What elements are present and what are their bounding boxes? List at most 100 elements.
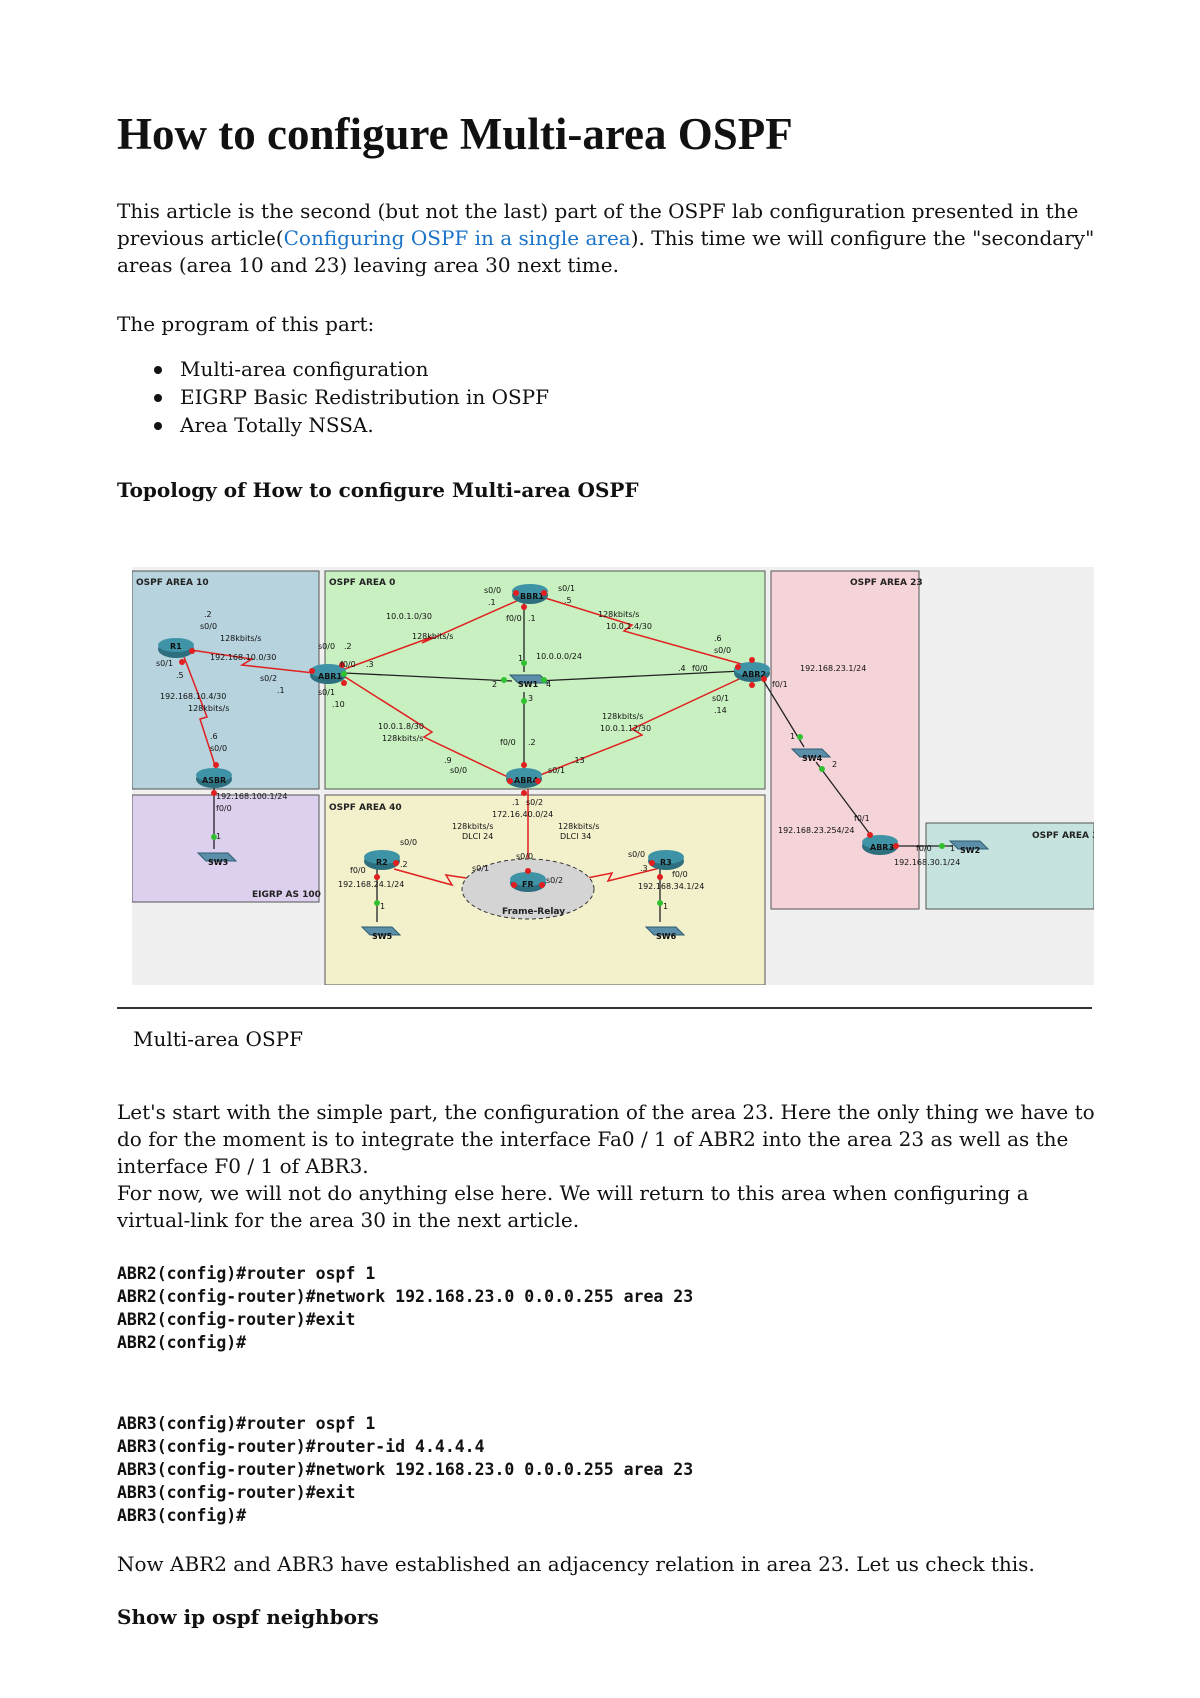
label-bbr-s01: s0/1 (558, 584, 575, 593)
label-abr3-f01: f0/1 (854, 814, 870, 823)
label-abr2-s01: s0/1 (712, 694, 729, 703)
label-sw1-2: 2 (492, 680, 497, 689)
area-30-label: OSPF AREA 30 (1032, 831, 1094, 841)
label-abr4-s00: s0/0 (450, 766, 467, 775)
label-asbr-6: .6 (210, 732, 218, 741)
link-abr1-abr4 (341, 674, 513, 780)
area-40-label: OSPF AREA 40 (329, 803, 402, 813)
label-r2-f00: f0/0 (350, 866, 366, 875)
interface-dots (179, 590, 945, 906)
device-label: SW6 (656, 932, 677, 941)
label-abr1-2: .2 (344, 642, 352, 651)
device-label: BBR1 (520, 592, 544, 601)
label-net-34-1: 192.168.34.1/24 (638, 882, 704, 891)
label-net-40-0: 172.16.40.0/24 (492, 810, 553, 819)
label-net-10-0: 192.168.10.0/30 (210, 653, 276, 662)
label-sw6-1: 1 (663, 902, 668, 911)
router-r1 (158, 638, 194, 658)
label-abr1-s00: s0/0 (318, 642, 335, 651)
device-label: ASBR (202, 776, 226, 785)
label-abr1-1: .1 (277, 686, 285, 695)
label-abr4-1: .1 (512, 798, 520, 807)
label-abr1-s01: s0/1 (318, 688, 335, 697)
label-sw4-2: 2 (832, 760, 837, 769)
label-fr-s01: s0/1 (472, 864, 489, 873)
label-fr-s02: s0/2 (546, 876, 563, 885)
eigrp-label: EIGRP AS 100 (252, 890, 321, 900)
router-r3 (648, 850, 684, 870)
label-abr2-f01: f0/1 (772, 680, 788, 689)
label-bbr-1b: .1 (528, 614, 536, 623)
label-abr2-s00: s0/0 (714, 646, 731, 655)
device-label: R1 (170, 642, 182, 651)
label-kbits: 128kbits/s (602, 712, 643, 721)
device-label: SW4 (802, 754, 823, 763)
area-10-box (132, 570, 320, 790)
router-bbr1 (512, 584, 548, 604)
label-bbr-1a: .1 (488, 598, 496, 607)
label-net-1-0: 10.0.1.0/30 (386, 612, 432, 621)
router-abr4 (506, 768, 542, 788)
label-r1-s00: s0/0 (200, 622, 217, 631)
switch-sw4 (790, 748, 832, 758)
intro-text-after: ). This time we will configure the "seco… (117, 226, 1095, 277)
link-abr4-abr2 (529, 672, 753, 780)
label-net-100: 192.168.100.1/24 (216, 792, 287, 801)
router-r2 (364, 850, 400, 870)
link-sw4-abr3 (815, 761, 873, 838)
link-r1-abr1 (183, 648, 315, 674)
label-abr1-3: .3 (366, 660, 374, 669)
label-net-24-1: 192.168.24.1/24 (338, 880, 404, 889)
label-sw2-1: 1 (950, 844, 955, 853)
label-net-1-12: 10.0.1.12/30 (600, 724, 651, 733)
label-r3-s00: s0/0 (628, 850, 645, 859)
label-asbr-s00: s0/0 (210, 744, 227, 753)
switch-sw2 (948, 840, 990, 850)
intro-text-before: This article is the second (but not the … (117, 199, 1079, 250)
label-sw3-1: 1 (216, 832, 221, 841)
link-single-area[interactable]: Configuring OSPF in a single area (283, 226, 631, 250)
switch-sw1 (508, 674, 550, 684)
label-net-0-0: 10.0.0.0/24 (536, 652, 582, 661)
label-net-1-4: 10.0.1.4/30 (606, 622, 652, 631)
label-bbr-s00: s0/0 (484, 586, 501, 595)
device-label: ABR4 (514, 776, 538, 785)
device-label: SW2 (960, 846, 980, 855)
area-10-label: OSPF AREA 10 (136, 578, 209, 588)
horizontal-divider (117, 1007, 1092, 1009)
label-abr4-f00: f0/0 (500, 738, 516, 747)
page-title: How to configure Multi-area OSPF (117, 109, 793, 159)
label-dlci-34: DLCI 34 (560, 832, 591, 841)
label-abr4-13: .13 (572, 756, 585, 765)
paragraph-area23: Let's start with the simple part, the co… (117, 1100, 1095, 1178)
list-item: EIGRP Basic Redistribution in OSPF (117, 383, 549, 411)
label-kbits: 128kbits/s (382, 734, 423, 743)
eigrp-box (132, 794, 320, 903)
label-kbits: 128kbits/s (598, 610, 639, 619)
intro-paragraph: This article is the second (but not the … (117, 198, 1097, 279)
code-block-abr3: ABR3(config)#router ospf 1 ABR3(config-r… (117, 1414, 694, 1525)
label-r1-s01: s0/1 (156, 659, 173, 668)
label-net-23-254: 192.168.23.254/24 (778, 826, 855, 835)
label-abr2-6: .6 (714, 634, 722, 643)
label-net-10-4: 192.168.10.4/30 (160, 692, 226, 701)
label-sw4-1: 1 (790, 732, 795, 741)
router-fr (510, 872, 546, 892)
label-abr1-f00: f0/0 (340, 660, 356, 669)
label-abr1-10: .10 (332, 700, 345, 709)
link-abr2-sw4 (759, 674, 805, 748)
link-abr1-sw1 (343, 672, 513, 682)
frame-relay-label: Frame-Relay (502, 907, 565, 917)
program-label: The program of this part: (117, 312, 375, 336)
label-kbits: 128kbits/s (220, 634, 261, 643)
label-abr2-f00: f0/0 (692, 664, 708, 673)
router-abr1 (310, 664, 346, 684)
label-fr-s00: s0/0 (516, 852, 533, 861)
device-label: ABR2 (742, 670, 766, 679)
label-abr4-2: .2 (528, 738, 536, 747)
list-item: Multi-area configuration (117, 355, 549, 383)
switches (196, 674, 990, 936)
device-label: ABR3 (870, 843, 894, 852)
topology-heading: Topology of How to configure Multi-area … (117, 478, 639, 502)
switch-sw5 (360, 926, 402, 936)
